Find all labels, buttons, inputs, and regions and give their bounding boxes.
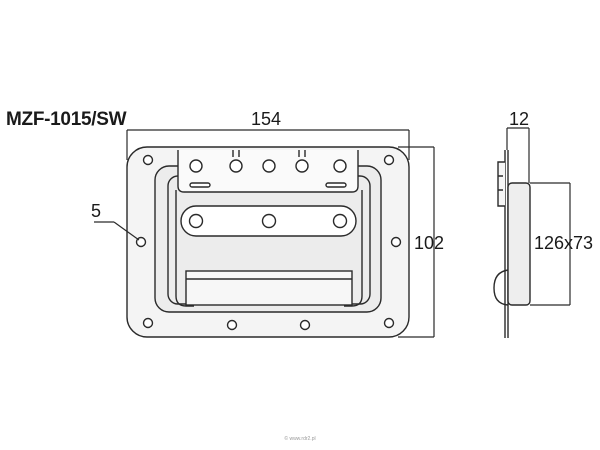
dimension-cutout-label: 126x73: [534, 233, 594, 253]
dimension-depth-label: 12: [509, 109, 530, 129]
mounting-hole: [390, 236, 402, 248]
grip-hole: [261, 213, 277, 229]
grip-hole: [332, 213, 348, 229]
dimension-lines-side: [506, 127, 571, 306]
slot-right: [325, 182, 347, 188]
bracket-hole: [229, 159, 243, 173]
footer-watermark: © www.rdr2.pl: [284, 436, 316, 442]
side-dish: [507, 182, 531, 306]
side-bracket: [497, 161, 505, 207]
dimension-height-label: 102: [414, 233, 445, 253]
mounting-hole: [383, 154, 395, 166]
front-view: [126, 146, 410, 338]
mounting-hole: [226, 319, 238, 331]
grip-panel: [185, 270, 353, 306]
bracket-hole: [189, 159, 203, 173]
bracket-hole: [262, 159, 276, 173]
mounting-hole: [142, 154, 154, 166]
mounting-hole: [299, 319, 311, 331]
handle-left-arm: [175, 190, 194, 307]
side-handle-loop: [493, 269, 509, 306]
bracket-hole: [333, 159, 347, 173]
dimension-width-label: 154: [251, 109, 282, 129]
side-view: [493, 150, 531, 338]
mounting-hole: [383, 317, 395, 329]
slot-left: [189, 182, 211, 188]
model-number: MZF-1015/SW: [6, 109, 127, 130]
dimension-hole-label: 5: [91, 201, 102, 221]
dimension-lines-front: [94, 129, 435, 338]
grip-hole: [188, 213, 204, 229]
handle-right-arm: [344, 190, 363, 307]
bracket-hole: [295, 159, 309, 173]
mounting-hole: [142, 317, 154, 329]
